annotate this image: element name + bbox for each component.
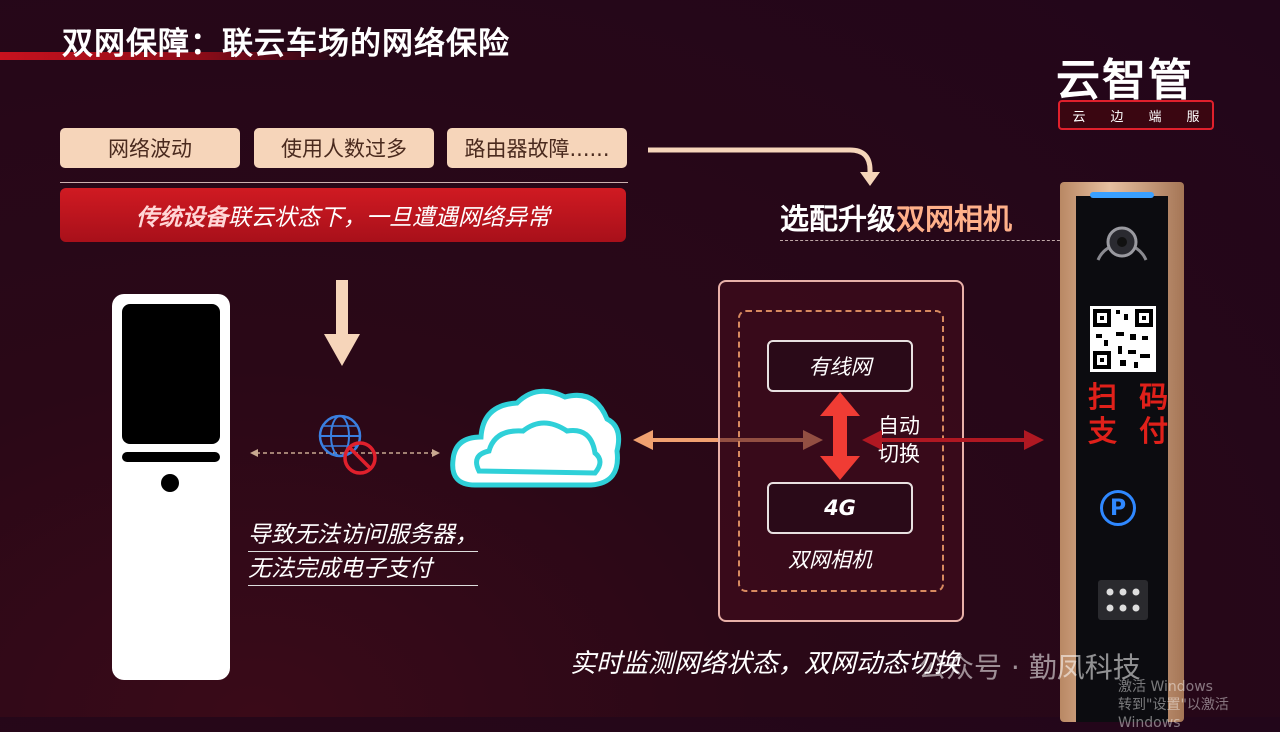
alert-text: 联云状态下，一旦遭遇网络异常	[228, 205, 550, 231]
parking-icon: P	[1100, 490, 1136, 526]
terminal-screen	[122, 304, 220, 444]
scan-to-pay-display: 扫 码 支 付	[1088, 380, 1174, 448]
keypad-dots-icon	[1106, 588, 1140, 612]
upgrade-underline	[780, 240, 1070, 241]
issue-chip-users: 使用人数过多	[254, 128, 434, 168]
issue-chip-router: 路由器故障......	[447, 128, 627, 168]
cloud-icon	[450, 388, 622, 488]
page-title: 双网保障：联云车场的网络保险	[62, 26, 510, 62]
title-accent-bar	[0, 52, 340, 60]
terminal-button	[161, 474, 179, 492]
activation-hint: 转到"设置"以激活 Windows	[1118, 697, 1229, 731]
down-arrow-icon	[324, 280, 360, 366]
logo-sub-char: 边	[1110, 109, 1124, 125]
wired-network-box: 有线网	[767, 340, 913, 392]
alert-highlight: 传统设备	[136, 205, 228, 231]
4g-network-box: 4G	[767, 482, 913, 534]
pay-line: 扫 码	[1088, 380, 1175, 414]
result-text: 导致无法访问服务器， 无法完成电子支付	[248, 520, 478, 588]
divider	[60, 182, 628, 183]
auto-switch-line: 切换	[878, 442, 920, 466]
logo-sub-char: 端	[1148, 109, 1162, 125]
logo-sub-char: 服	[1186, 109, 1200, 125]
upgrade-label: 选配升级双网相机	[780, 196, 1012, 238]
pole-link-arrow-icon	[862, 430, 1044, 450]
auto-switch-label: 自动 切换	[878, 412, 920, 468]
logo-sub-char: 云	[1072, 109, 1086, 125]
dual-camera-label: 双网相机	[788, 548, 872, 572]
disconnected-link	[250, 449, 440, 457]
dual-network-inner-frame	[738, 310, 944, 592]
upgrade-prefix: 选配升级	[780, 202, 897, 236]
bottom-caption: 实时监测网络状态，双网动态切换	[570, 649, 961, 679]
keypad	[1098, 580, 1148, 620]
brand-logo-subtitle: 云 边 端 服	[1058, 100, 1214, 130]
result-line: 无法完成电子支付	[248, 554, 478, 586]
brand-logo: 云智管	[1056, 55, 1194, 106]
issue-chip-network: 网络波动	[60, 128, 240, 168]
alert-banner: 传统设备 联云状态下，一旦遭遇网络异常	[60, 188, 626, 242]
windows-activation-watermark: 激活 Windows 转到"设置"以激活 Windows	[1118, 678, 1280, 732]
auto-switch-line: 自动	[878, 414, 920, 438]
switch-arrow-icon	[820, 392, 860, 480]
activation-title: 激活 Windows	[1118, 679, 1213, 695]
pole-indicator-light	[1090, 192, 1154, 198]
curved-arrow-icon	[648, 147, 880, 186]
globe-disconnected-icon	[318, 414, 377, 475]
watermark-brand: 公众号 · 勤凤科技	[918, 651, 1141, 684]
terminal-slot	[122, 452, 220, 462]
result-line: 导致无法访问服务器，	[248, 520, 478, 552]
qr-code-icon	[1090, 306, 1156, 372]
pole-face	[1076, 196, 1168, 722]
upgrade-highlight: 双网相机	[896, 202, 1013, 236]
camera-lens-icon	[1096, 226, 1148, 261]
pay-line: 支 付	[1088, 414, 1175, 448]
